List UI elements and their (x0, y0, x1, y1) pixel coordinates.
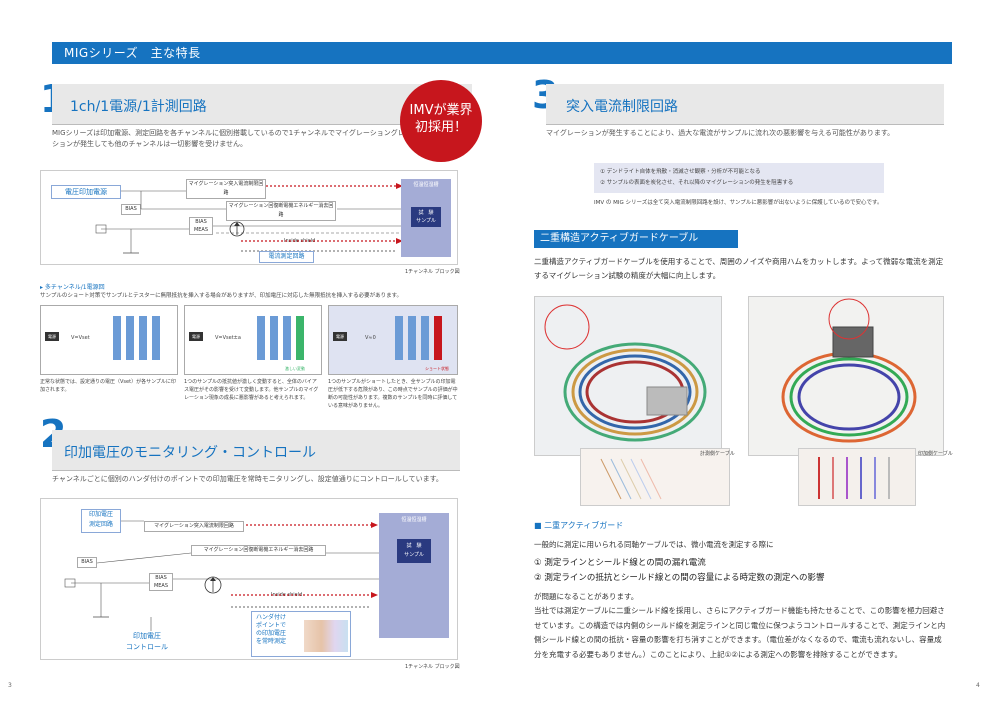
mini-1-text: 正常な状態では、設定通りの電圧（Vset）が各サンプルに印加されます。 (40, 379, 176, 393)
section-title-2: 印加電圧のモニタリング・コントロール (64, 445, 316, 461)
mini-diagram-2: 電源 V=Vset±a 激しい変動 (184, 305, 322, 375)
section-title-1: 1ch/1電源/1計測回路 (70, 99, 207, 115)
chamber-box-1: 恒温恒湿槽 試 験 サンプル (401, 179, 451, 257)
solder-point-callout: ハンダ付け ポイントで の印加電圧 を常時測定 (251, 611, 351, 657)
industry-first-badge: IMVが業界 初採用！ (400, 80, 482, 162)
mini-1-sample-4 (152, 316, 160, 360)
guard-cable-title: 二重構造アクティブガードケーブル (534, 230, 738, 248)
mini-1-sample-2 (126, 316, 134, 360)
mini-2-text: 1つのサンプルの抵抗値が激しく変動すると、全体のバイアス電圧がその影響を受けて変… (184, 379, 319, 401)
multi-channel-title: ▸ 多チャンネル/1電源回 (40, 284, 105, 291)
mini-2-sample-1 (257, 316, 265, 360)
sec3-note: IMV の MIG シリーズは全て突入電流制限回路を設け、サンプルに悪影響が出な… (594, 200, 883, 206)
mini-3-sample-4 (434, 316, 442, 360)
section-desc-1: MIGシリーズは印加電源、測定回路を各チャンネルに個別搭載しているので1チャンネ… (52, 124, 412, 150)
bias-label-2: BIAS (77, 557, 97, 568)
current-measure-label: 電流測定回路 (259, 251, 314, 263)
sec3-effect-box: ① デンドライト自体を飛散・消滅させ観察・分析が不可能となる ② サンプルの表面… (594, 163, 884, 193)
power-supply-label: 電圧印加電源 (51, 185, 121, 199)
mini-2-sample-3 (283, 316, 291, 360)
double-guard-after: が問題になることがあります。 (534, 592, 639, 601)
page-header-banner: MIGシリーズ 主な特長 (52, 42, 952, 64)
mini-diagram-3: 電源 V≈0 ショート状態 (328, 305, 458, 375)
applied-cable-drawing (781, 298, 917, 443)
inside-shield-label: Inside shield (284, 238, 316, 244)
applied-cable-inset-drawing (818, 457, 890, 499)
mini-3-sample-3 (421, 316, 429, 360)
section-desc-2: チャンネルごとに個別のハンダ付けのポイントでの印加電圧を常時モニタリングし、設定… (52, 470, 460, 485)
measurement-cable-inset-drawing (600, 458, 662, 500)
mini-diagram-1: 電源 V=Vset (40, 305, 178, 375)
double-guard-lead: 一般的に測定に用いられる同軸ケーブルでは、微小電流を測定する際に (534, 540, 774, 549)
applied-cable-caption: 印加側ケーブル (918, 451, 953, 457)
page-number-left: 3 (8, 682, 12, 689)
double-guard-title: ■ 二重アクティブガード (534, 521, 624, 530)
applied-cable-photo (748, 296, 944, 456)
double-guard-body: 当社では測定ケーブルに二重シールド線を採用し、さらにアクティブガード機能も持たせ… (534, 606, 946, 659)
diagram-1-wires (95, 183, 403, 254)
insulation-circuit-box-2: マイグレーション回復断電機エネルギー消去回路 (191, 545, 326, 556)
mini-1-power: 電源 (45, 332, 59, 341)
sec3-item-1: ① デンドライト自体を飛散・消滅させ観察・分析が不可能となる (600, 169, 761, 175)
mini-3-sample-2 (408, 316, 416, 360)
chamber-label-1: 恒温恒湿槽 (413, 182, 439, 188)
bias-meas-box: BIAS MEAS (189, 217, 213, 235)
chamber-label-2: 恒温恒湿槽 (401, 517, 427, 523)
mini-2-sample-4 (296, 316, 304, 360)
mini-3-note: ショート状態 (425, 366, 449, 371)
diagram-1-caption: 1チャンネル ブロック図 (405, 269, 460, 275)
bias-meas-box-2: BIAS MEAS (149, 573, 173, 591)
mini-2-power: 電源 (189, 332, 203, 341)
measurement-cable-drawing (544, 304, 707, 442)
multi-channel-title-text: 多チャンネル/1電源回 (44, 284, 105, 291)
block-diagram-2: 印加電圧 測定回路 BIAS マイグレーション突入電流制限回路 マイグレーション… (40, 498, 458, 660)
guard-cable-desc: 二重構造アクティブガードケーブルを使用することで、周囲のノイズや商用ハムをカット… (534, 257, 944, 280)
inside-shield-label-2: Inside shield (271, 592, 303, 598)
mini-2-note: 激しい変動 (285, 366, 305, 371)
measurement-cable-inset (580, 448, 730, 506)
solder-cable-photo (304, 620, 348, 652)
double-guard-point-2: ② 測定ラインの抵抗とシールド線との間の容量による時定数の測定への影響 (534, 573, 825, 583)
voltage-control-label: 印加電圧 コントロール (121, 631, 173, 655)
section-title-bar-3 (546, 84, 944, 124)
multi-channel-desc: サンプルのショート対策でサンプルとテスターに無限抵抗を挿入する場合がありますが、… (40, 293, 403, 299)
badge-line-1: IMVが業界 (409, 103, 473, 118)
migration-limit-box: マイグレーション突入電流制限回路 (186, 179, 266, 199)
mini-1-sample-3 (139, 316, 147, 360)
block-diagram-1: 電圧印加電源 BIAS マイグレーション突入電流制限回路 マイグレーション回復断… (40, 170, 458, 265)
mini-2-sample-2 (270, 316, 278, 360)
section-title-bar-2 (52, 430, 460, 470)
applied-cable-inset (798, 448, 916, 506)
voltage-measure-label: 印加電圧 測定回路 (81, 509, 121, 533)
chamber-box-2: 恒温恒湿槽 試 験 サンプル (379, 513, 449, 638)
sec3-item-2: ② サンプルの表面を炭化させ、それ以降のマイグレーションの発生を阻害する (600, 180, 794, 186)
mini-3-text: 1つのサンプルがショートしたとき、全サンプルの印加電圧が低下する危険があり、この… (328, 379, 458, 409)
section-desc-3: マイグレーションが発生することにより、過大な電流がサンプルに流れ次の悪影響を与え… (546, 124, 944, 139)
mini-1-sample-1 (113, 316, 121, 360)
double-guard-point-1: ① 測定ラインとシールド線との間の漏れ電流 (534, 558, 706, 568)
mini-3-label: V≈0 (365, 335, 376, 341)
mini-3-power: 電源 (333, 332, 347, 341)
measurement-cable-photo (534, 296, 722, 456)
insulation-circuit-box: マイグレーション回復断電機エネルギー消去回路 (226, 201, 336, 221)
mini-2-label: V=Vset±a (215, 335, 241, 341)
mini-1-label: V=Vset (71, 335, 90, 341)
diagram-2-caption: 1チャンネル ブロック図 (405, 664, 460, 670)
section-title-3: 突入電流制限回路 (566, 99, 678, 115)
measurement-cable-caption: 計測側ケーブル (700, 451, 735, 457)
sample-box-2: 試 験 サンプル (397, 539, 431, 563)
page-number-right: 4 (976, 682, 980, 689)
diagram-2-wires (64, 520, 379, 634)
mini-3-sample-1 (395, 316, 403, 360)
solder-point-note: ハンダ付け ポイントで の印加電圧 を常時測定 (256, 614, 287, 645)
bias-label: BIAS (121, 204, 141, 215)
badge-line-2: 初採用！ (414, 120, 467, 135)
sample-box-1: 試 験 サンプル (411, 207, 441, 227)
migration-limit-box-2: マイグレーション突入電流制限回路 (144, 521, 244, 532)
